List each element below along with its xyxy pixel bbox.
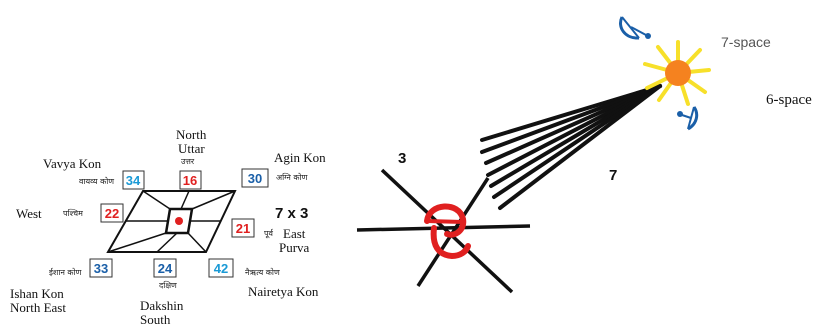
satellite-dish-icon-top bbox=[619, 16, 651, 40]
ishan-kon-label: Ishan Kon bbox=[10, 286, 64, 301]
vavya-kon-label: Vavya Kon bbox=[43, 156, 102, 171]
number-box-24: 24 bbox=[153, 258, 177, 278]
sun-rays-black bbox=[480, 84, 662, 210]
nairetya-kon-label: Nairetya Kon bbox=[248, 284, 319, 299]
number-box-30: 30 bbox=[241, 168, 269, 188]
north-hindi: उत्तर bbox=[181, 157, 195, 166]
svg-text:21: 21 bbox=[236, 221, 250, 236]
number-box-34: 34 bbox=[122, 170, 145, 190]
east-hindi: पूर्व bbox=[264, 228, 274, 239]
north-label: North bbox=[176, 127, 207, 142]
diagonal-ne bbox=[191, 190, 236, 210]
ishan-kon-hindi: ईशान कोण bbox=[49, 267, 82, 277]
east-label: East bbox=[283, 226, 306, 241]
svg-text:33: 33 bbox=[94, 261, 108, 276]
number-box-42: 42 bbox=[208, 258, 234, 278]
multiply-label: 7 x 3 bbox=[275, 205, 308, 222]
south-label: South bbox=[140, 312, 171, 327]
center-dot bbox=[175, 217, 183, 225]
number-three-label: 3 bbox=[398, 150, 406, 167]
uttar-label: Uttar bbox=[178, 141, 205, 156]
number-box-33: 33 bbox=[89, 258, 113, 278]
west-hindi: पश्चिम bbox=[63, 208, 83, 218]
seven-space-label: 7-space bbox=[721, 34, 771, 50]
satellite-dish-icon-bottom bbox=[677, 106, 699, 131]
agin-kon-hindi: अग्नि कोण bbox=[276, 172, 308, 182]
dakshin-label: Dakshin bbox=[140, 298, 184, 313]
svg-text:42: 42 bbox=[214, 261, 228, 276]
svg-text:24: 24 bbox=[158, 261, 173, 276]
six-space-label: 6-space bbox=[766, 92, 812, 108]
vastu-yantra bbox=[106, 190, 237, 253]
dakshin-hindi: दक्षिण bbox=[159, 280, 177, 290]
red-symbol bbox=[424, 203, 471, 260]
axis-south bbox=[156, 232, 178, 253]
number-box-22: 22 bbox=[100, 203, 124, 223]
diagonal-se bbox=[187, 232, 207, 253]
diagonal-nw bbox=[142, 190, 171, 210]
svg-text:16: 16 bbox=[183, 173, 197, 188]
number-box-16: 16 bbox=[179, 170, 202, 190]
west-label: West bbox=[16, 206, 42, 221]
north-east-label: North East bbox=[10, 300, 66, 315]
number-seven-label: 7 bbox=[609, 167, 617, 184]
vavya-kon-hindi: वायव्य कोण bbox=[79, 176, 114, 186]
nairetya-kon-hindi: नैऋत्य कोण bbox=[245, 267, 280, 277]
svg-text:22: 22 bbox=[105, 206, 119, 221]
sun-icon bbox=[643, 40, 711, 106]
purva-label: Purva bbox=[279, 240, 310, 255]
diagonal-sw bbox=[107, 232, 167, 253]
number-box-21: 21 bbox=[231, 218, 255, 238]
svg-text:34: 34 bbox=[126, 173, 141, 188]
axis-north bbox=[180, 190, 190, 210]
svg-text:30: 30 bbox=[248, 171, 262, 186]
agin-kon-label: Agin Kon bbox=[274, 150, 326, 165]
